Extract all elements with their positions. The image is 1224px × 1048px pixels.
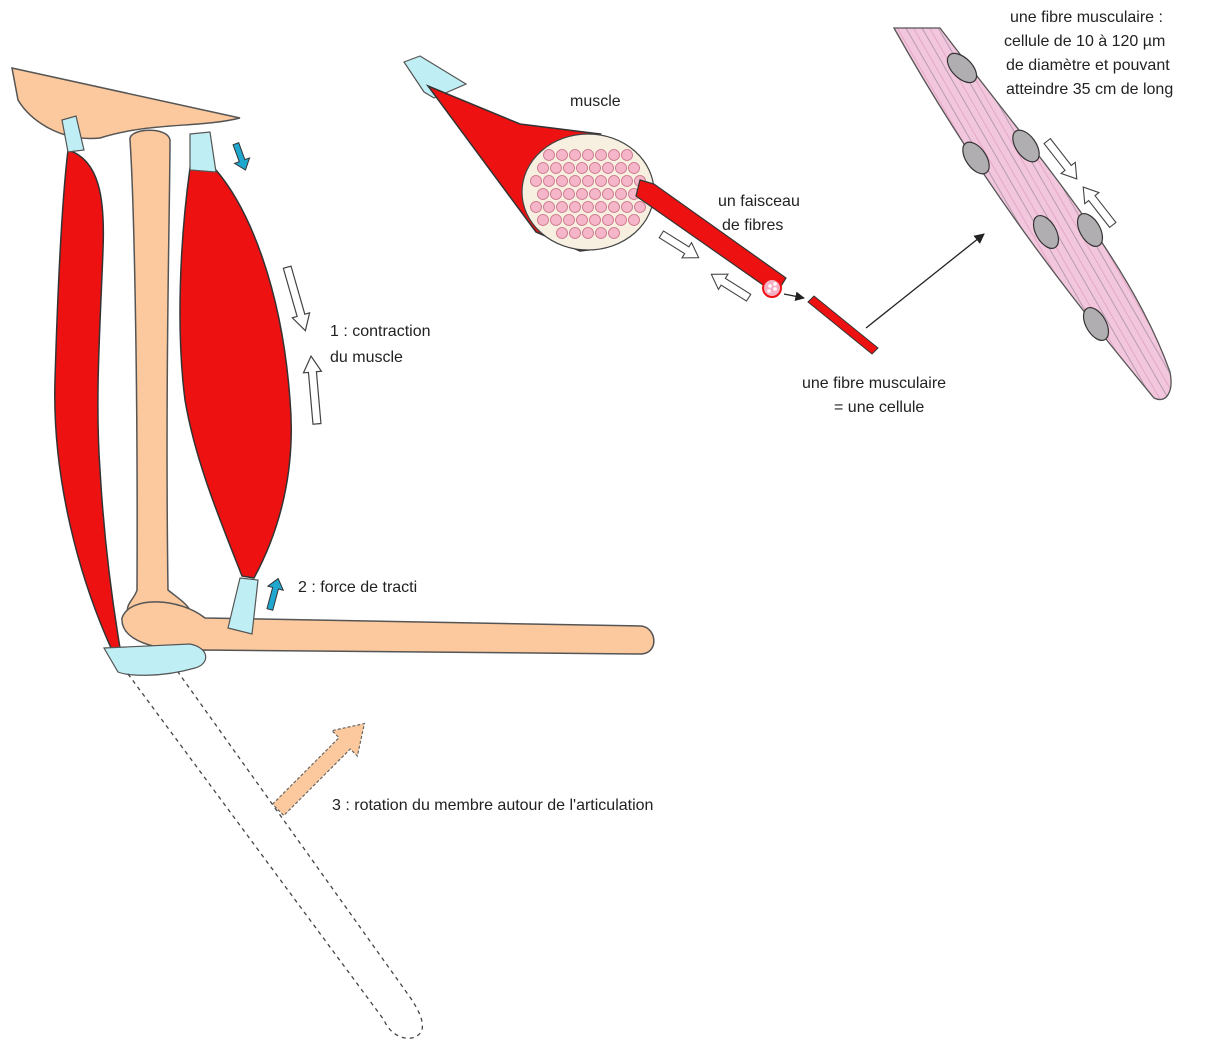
fascicle-circle — [551, 189, 562, 200]
fascicle-circle — [531, 202, 542, 213]
fascicle-circle — [577, 189, 588, 200]
label-fibre-cell-line1: une fibre musculaire — [802, 372, 946, 396]
fascicle-circle — [609, 150, 620, 161]
fascicle-circle — [570, 202, 581, 213]
fascicle-circle — [577, 215, 588, 226]
triceps-muscle — [55, 150, 120, 650]
fascicle-circle — [551, 215, 562, 226]
fascicle-circle — [603, 189, 614, 200]
fascicle-circle — [564, 215, 575, 226]
fascicle-circle — [557, 150, 568, 161]
fascicle-circle — [609, 176, 620, 187]
fascicle-circle — [570, 176, 581, 187]
fascicle-circle — [609, 202, 620, 213]
fascicle-circle — [557, 176, 568, 187]
shoulder-bone — [12, 68, 240, 138]
fascicle-circle — [609, 228, 620, 239]
fascicle-circle — [635, 202, 646, 213]
fascicle-circle — [616, 163, 627, 174]
humerus-bone — [127, 130, 191, 631]
label-fibre-desc-line3: de diamètre et pouvant — [1006, 54, 1170, 78]
contraction-arrow-up — [302, 355, 326, 424]
fascicle-circle — [564, 189, 575, 200]
label-step3: 3 : rotation du membre autour de l'artic… — [332, 794, 653, 818]
fascicle-circle — [590, 163, 601, 174]
blue-arrow-traction — [262, 576, 286, 611]
fascicle-circle — [583, 228, 594, 239]
forearm-bone — [122, 602, 654, 654]
fascicle-circle — [622, 150, 633, 161]
label-fibre-desc-line4: atteindre 35 cm de long — [1006, 78, 1173, 102]
label-fibre-cell-line2: = une cellule — [834, 396, 924, 420]
fascicle-circle — [622, 202, 633, 213]
fascicle-circle — [596, 228, 607, 239]
label-step1-line1: 1 : contraction — [330, 320, 431, 344]
fascicle-circle — [583, 176, 594, 187]
fascicle-circle — [583, 150, 594, 161]
label-faisceau-line1: un faisceau — [718, 190, 800, 214]
tendon-top-right — [190, 132, 216, 172]
single-fiber — [808, 296, 878, 354]
fascicle-circle — [577, 163, 588, 174]
fiber-extract-arrow — [784, 294, 804, 298]
fascicle-circle — [590, 215, 601, 226]
tendon-elbow — [104, 644, 206, 675]
forearm-rotated-outline — [128, 672, 422, 1038]
tendon-bottom-right — [228, 578, 258, 634]
fascicle-circle — [596, 202, 607, 213]
blue-arrow-top — [228, 141, 253, 173]
fascicle-circle — [570, 150, 581, 161]
label-step2: 2 : force de tracti — [298, 576, 417, 600]
fascicle-circle — [629, 215, 640, 226]
fascicle-circle — [564, 163, 575, 174]
fascicle-circle — [622, 176, 633, 187]
fascicle-circle — [544, 150, 555, 161]
label-faisceau-line2: de fibres — [722, 214, 783, 238]
fascicle-circle — [570, 228, 581, 239]
fascicle-circle — [583, 202, 594, 213]
fascicle-circle — [544, 202, 555, 213]
fascicle-circle — [596, 150, 607, 161]
fascicle-circle — [538, 189, 549, 200]
label-muscle: muscle — [570, 90, 621, 114]
fascicle-circle — [616, 215, 627, 226]
label-fibre-desc-line2: cellule de 10 à 120 µm — [1004, 30, 1165, 54]
fascicle-circle — [551, 163, 562, 174]
fascicle-cross-section — [763, 279, 781, 297]
contraction-arrow-down — [279, 265, 314, 333]
fascicle-circle — [531, 176, 542, 187]
fascicle-circle — [590, 189, 601, 200]
label-step1-line2: du muscle — [330, 346, 403, 370]
biceps-muscle — [180, 168, 291, 578]
fascicle-circle — [603, 215, 614, 226]
fascicle-circle — [538, 163, 549, 174]
fascicle-circle — [557, 202, 568, 213]
fascicle-circle — [557, 228, 568, 239]
label-fibre-desc-line1: une fibre musculaire : — [1010, 6, 1163, 30]
fascicle-circle — [629, 163, 640, 174]
zoom-arrow — [866, 234, 984, 328]
fascicle-circle — [616, 189, 627, 200]
fascicle-circle — [596, 176, 607, 187]
fascicle-circle — [603, 163, 614, 174]
fascicle-circle — [544, 176, 555, 187]
fascicle-circle — [538, 215, 549, 226]
